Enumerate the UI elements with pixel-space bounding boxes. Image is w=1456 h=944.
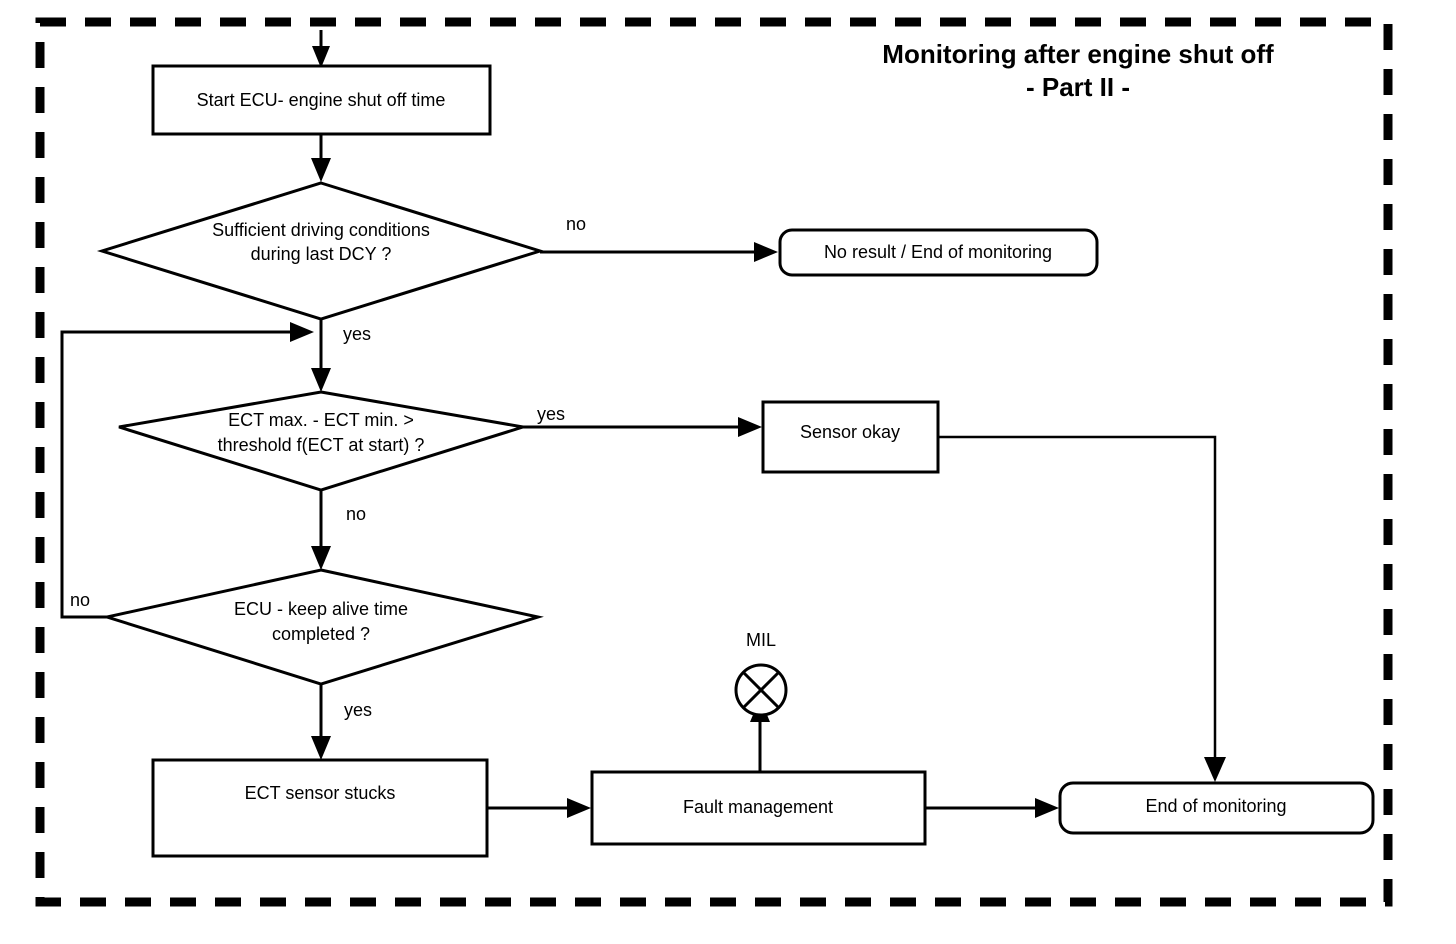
node-end-of-monitoring[interactable]: End of monitoring [1058, 781, 1375, 835]
connector-sensorokay-to-end [938, 435, 1226, 782]
mil-cross-line-2 [741, 670, 781, 710]
connector-ect-no-to-keepalive [311, 490, 331, 570]
node-keep-alive-label-line2: completed ? [272, 624, 370, 644]
connector-start-to-driving [311, 134, 331, 182]
node-keep-alive-label-line1: ECU - keep alive time [234, 599, 408, 619]
node-sensor-stucks[interactable]: ECT sensor stucks [151, 758, 489, 858]
node-driving-conditions[interactable]: Sufficient driving conditions during las… [96, 181, 546, 321]
node-ect-threshold-label-line2: threshold f(ECT at start) ? [218, 435, 425, 455]
node-no-result[interactable]: No result / End of monitoring [778, 228, 1099, 277]
mil-indicator: MIL [734, 630, 788, 717]
connector-entry-to-start [312, 30, 330, 68]
connector-driving-yes-to-ect [311, 318, 331, 392]
node-driving-conditions-label-line1: Sufficient driving conditions [212, 220, 430, 240]
connector-stucks-to-fault [488, 798, 591, 818]
node-driving-conditions-label-line2: during last DCY ? [251, 244, 392, 264]
edge-label-driving-no: no [566, 214, 586, 234]
node-sensor-okay[interactable]: Sensor okay [761, 400, 940, 474]
edge-label-keepalive-yes: yes [344, 700, 372, 720]
node-no-result-label: No result / End of monitoring [824, 242, 1052, 262]
diagram-frame [35, 17, 1393, 907]
node-sensor-okay-label: Sensor okay [800, 422, 900, 442]
connector-keepalive-no-feedback [60, 322, 314, 619]
edge-label-ect-no: no [346, 504, 366, 524]
mil-label: MIL [746, 630, 776, 650]
edge-label-keepalive-no: no [70, 590, 90, 610]
node-end-of-monitoring-label: End of monitoring [1145, 796, 1286, 816]
connector-keepalive-yes-to-stucks [311, 684, 331, 760]
connector-driving-no-to-noresult [540, 242, 778, 262]
node-start-timer[interactable]: Start ECU- engine shut off time [151, 64, 492, 136]
edge-label-driving-yes: yes [343, 324, 371, 344]
diagram-title-line1: Monitoring after engine shut off [882, 39, 1274, 69]
node-start-timer-label: Start ECU- engine shut off time [197, 90, 446, 110]
connector-ect-yes-to-sensorokay [523, 417, 762, 437]
node-fault-management-label: Fault management [683, 797, 833, 817]
node-sensor-stucks-label: ECT sensor stucks [245, 783, 396, 803]
diagram-title-line2: - Part II - [1026, 72, 1130, 102]
node-fault-management[interactable]: Fault management [590, 770, 927, 846]
node-ect-threshold-label-line1: ECT max. - ECT min. > [228, 410, 414, 430]
edge-label-ect-yes: yes [537, 404, 565, 424]
connector-fault-to-end [926, 798, 1059, 818]
node-keep-alive[interactable]: ECU - keep alive time completed ? [101, 568, 544, 686]
node-ect-threshold[interactable]: ECT max. - ECT min. > threshold f(ECT at… [118, 390, 524, 492]
